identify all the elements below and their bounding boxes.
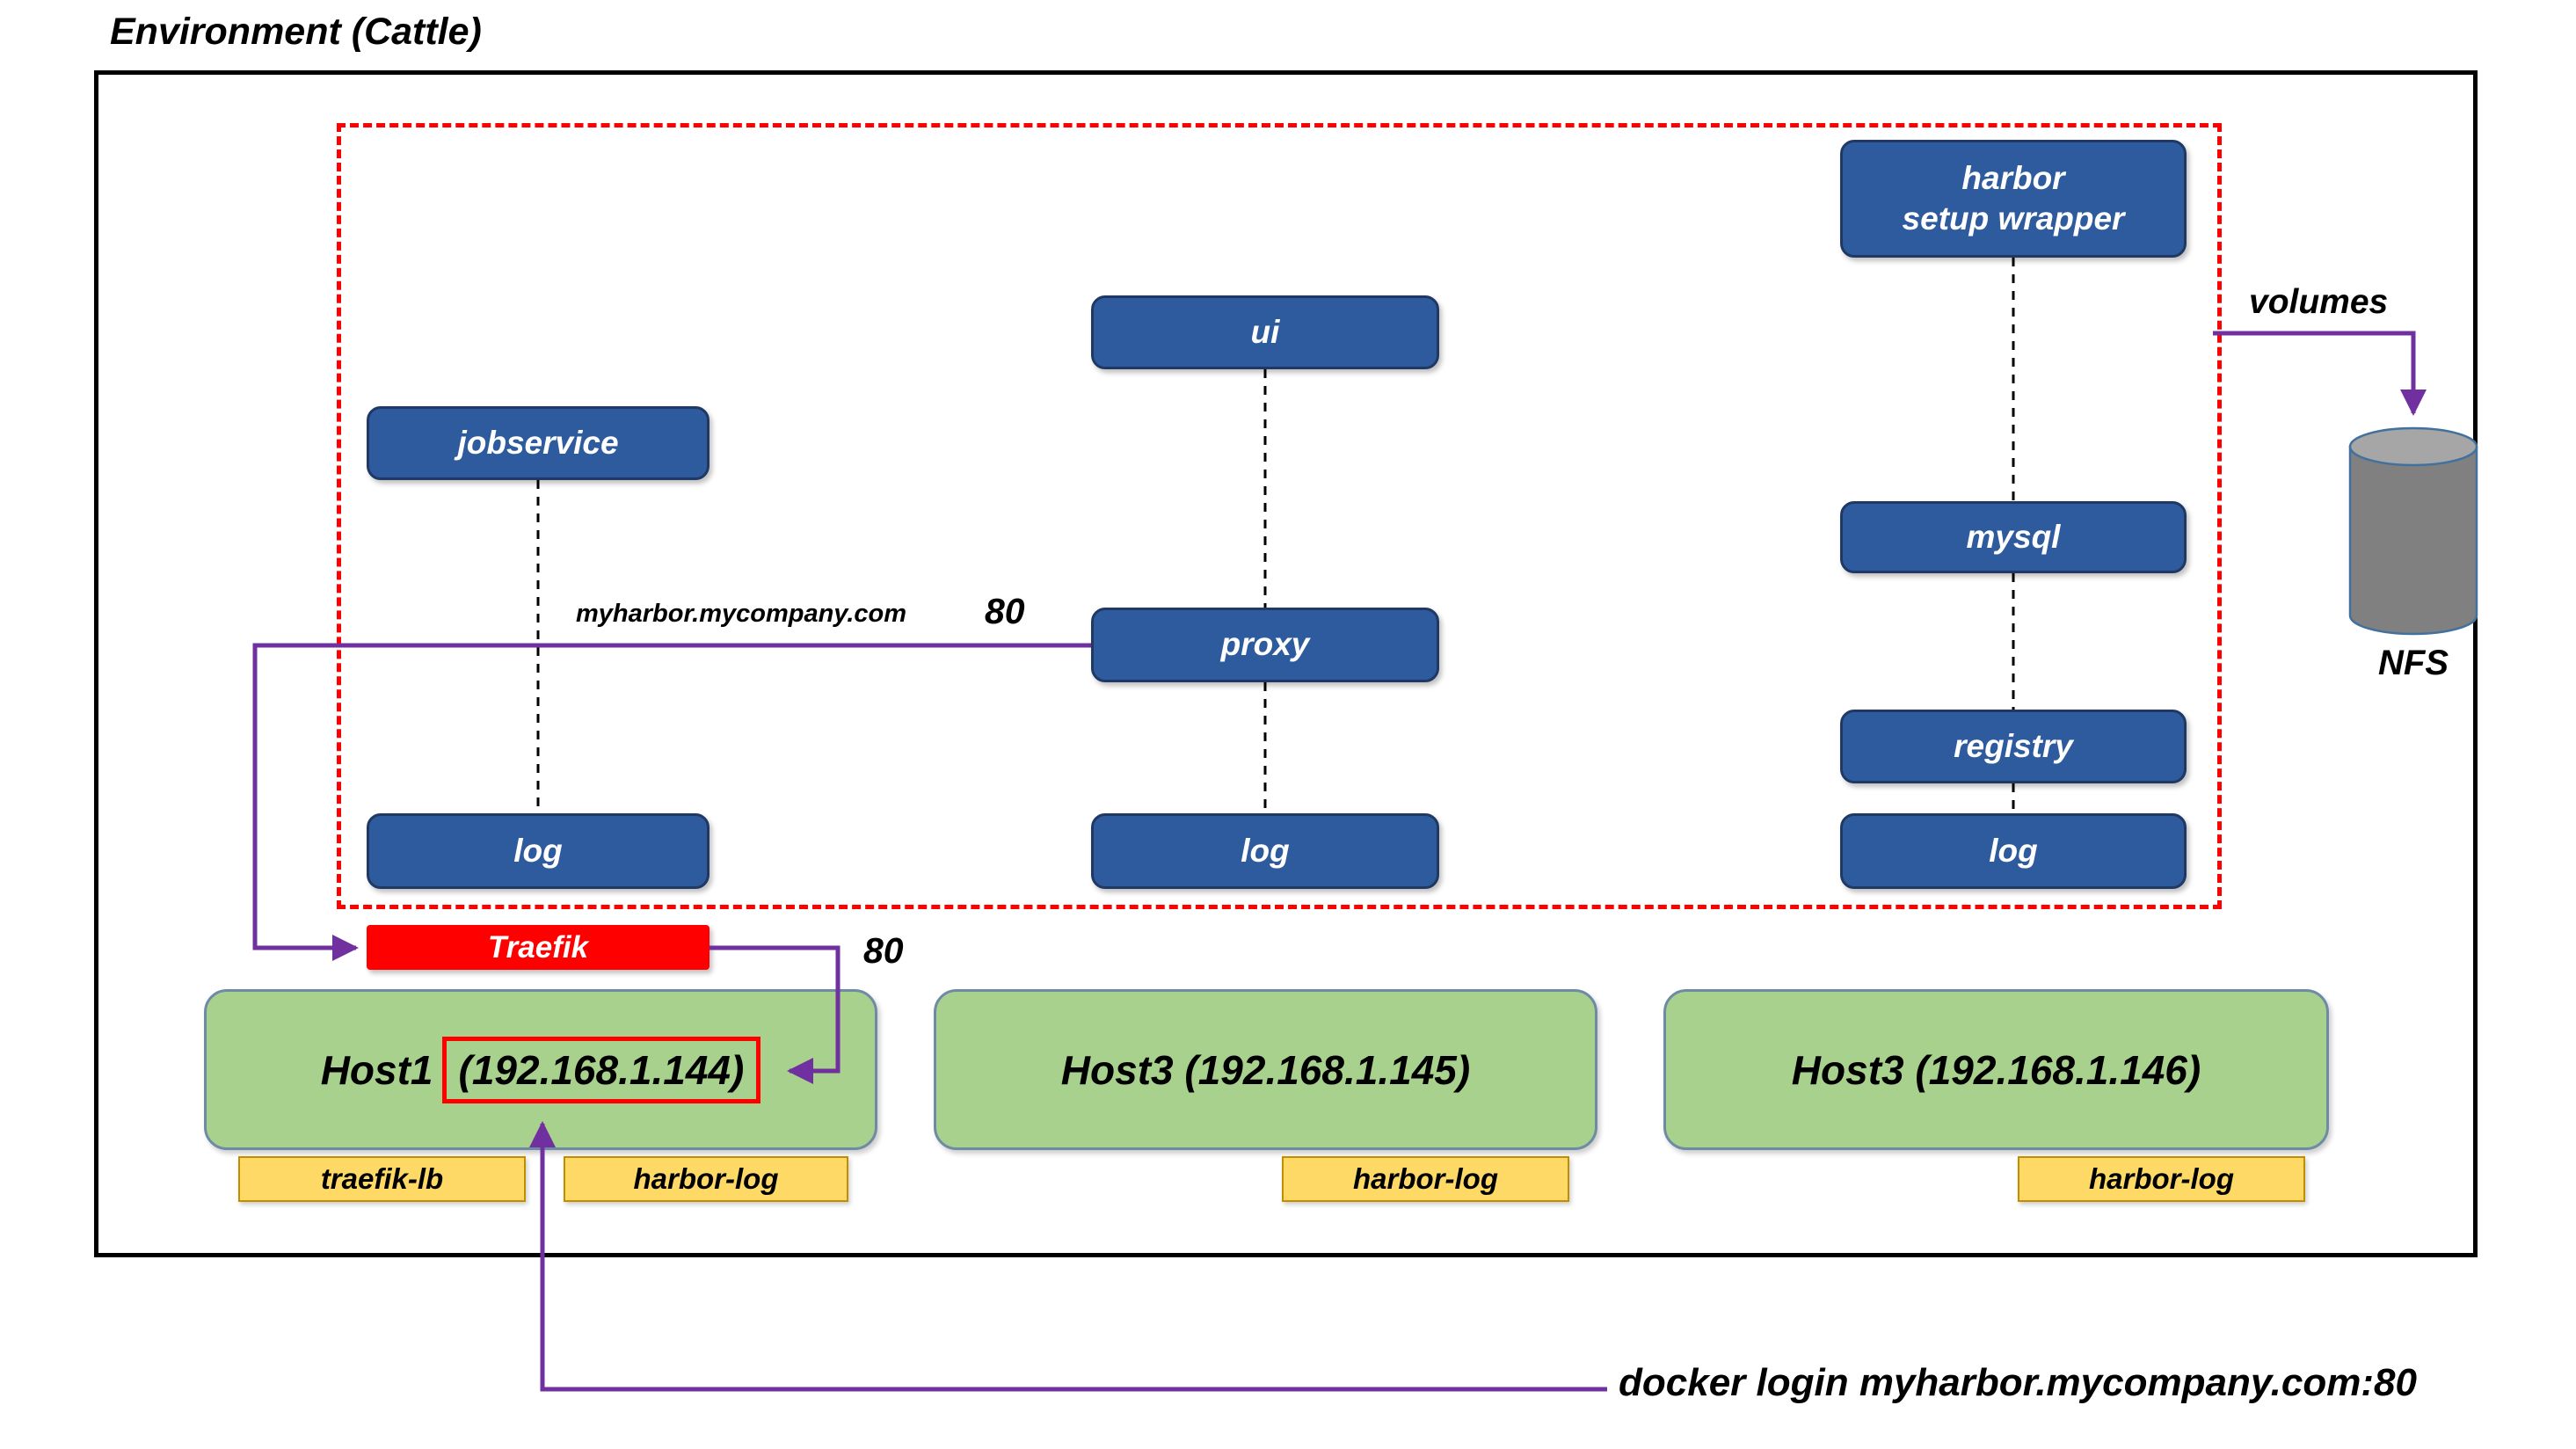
traefik-box: Traefik — [367, 925, 709, 970]
host1-ip-highlight: (192.168.1.144) — [441, 1036, 761, 1103]
service-proxy-label: proxy — [1220, 626, 1310, 663]
tag-harbor-log-host3: harbor-log — [2018, 1156, 2305, 1202]
service-ui-label: ui — [1250, 313, 1280, 350]
host1-box: Host1 (192.168.1.144) — [204, 989, 877, 1150]
harbor-stack-boundary — [337, 123, 2222, 909]
host3-box: Host3 (192.168.1.146) — [1663, 989, 2329, 1150]
traefik-label: Traefik — [487, 929, 589, 965]
tag-harbor-log-host2-label: harbor-log — [1353, 1162, 1498, 1195]
service-log-middle: log — [1091, 813, 1439, 889]
service-harbor-setup-wrapper-line2: setup wrapper — [1902, 200, 2125, 237]
service-registry: registry — [1840, 710, 2187, 783]
host3-label: Host3 (192.168.1.146) — [1791, 1046, 2201, 1093]
tag-harbor-log-host3-label: harbor-log — [2089, 1162, 2234, 1195]
service-log-right-label: log — [1989, 832, 2038, 869]
docker-login-annotation: docker login myharbor.mycompany.com:80 — [1619, 1361, 2417, 1404]
service-mysql: mysql — [1840, 501, 2187, 573]
tag-traefik-lb: traefik-lb — [238, 1156, 526, 1202]
host2-box: Host3 (192.168.1.145) — [934, 989, 1597, 1150]
service-harbor-setup-wrapper: harbor setup wrapper — [1840, 140, 2187, 258]
nfs-label: NFS — [2378, 644, 2449, 682]
service-proxy: proxy — [1091, 608, 1439, 682]
service-log-left: log — [367, 813, 709, 889]
tag-harbor-log-host1-label: harbor-log — [633, 1162, 779, 1195]
tag-traefik-lb-label: traefik-lb — [320, 1162, 444, 1195]
tag-harbor-log-host1: harbor-log — [564, 1156, 848, 1202]
host1-name: Host1 — [320, 1046, 433, 1093]
proxy-port-label: 80 — [985, 591, 1025, 631]
traefik-port-label: 80 — [863, 930, 904, 971]
service-jobservice: jobservice — [367, 406, 709, 480]
service-log-left-label: log — [513, 832, 563, 869]
tag-harbor-log-host2: harbor-log — [1282, 1156, 1569, 1202]
service-mysql-label: mysql — [1966, 518, 2061, 555]
ingress-domain-label: myharbor.mycompany.com — [576, 600, 907, 628]
volumes-label: volumes — [2249, 283, 2389, 321]
service-ui: ui — [1091, 295, 1439, 369]
service-log-middle-label: log — [1241, 832, 1290, 869]
service-log-right: log — [1840, 813, 2187, 889]
service-harbor-setup-wrapper-line1: harbor — [1961, 159, 2065, 196]
service-jobservice-label: jobservice — [457, 424, 619, 461]
service-registry-label: registry — [1954, 727, 2073, 764]
environment-title: Environment (Cattle) — [110, 11, 482, 53]
host2-label: Host3 (192.168.1.145) — [1060, 1046, 1471, 1093]
